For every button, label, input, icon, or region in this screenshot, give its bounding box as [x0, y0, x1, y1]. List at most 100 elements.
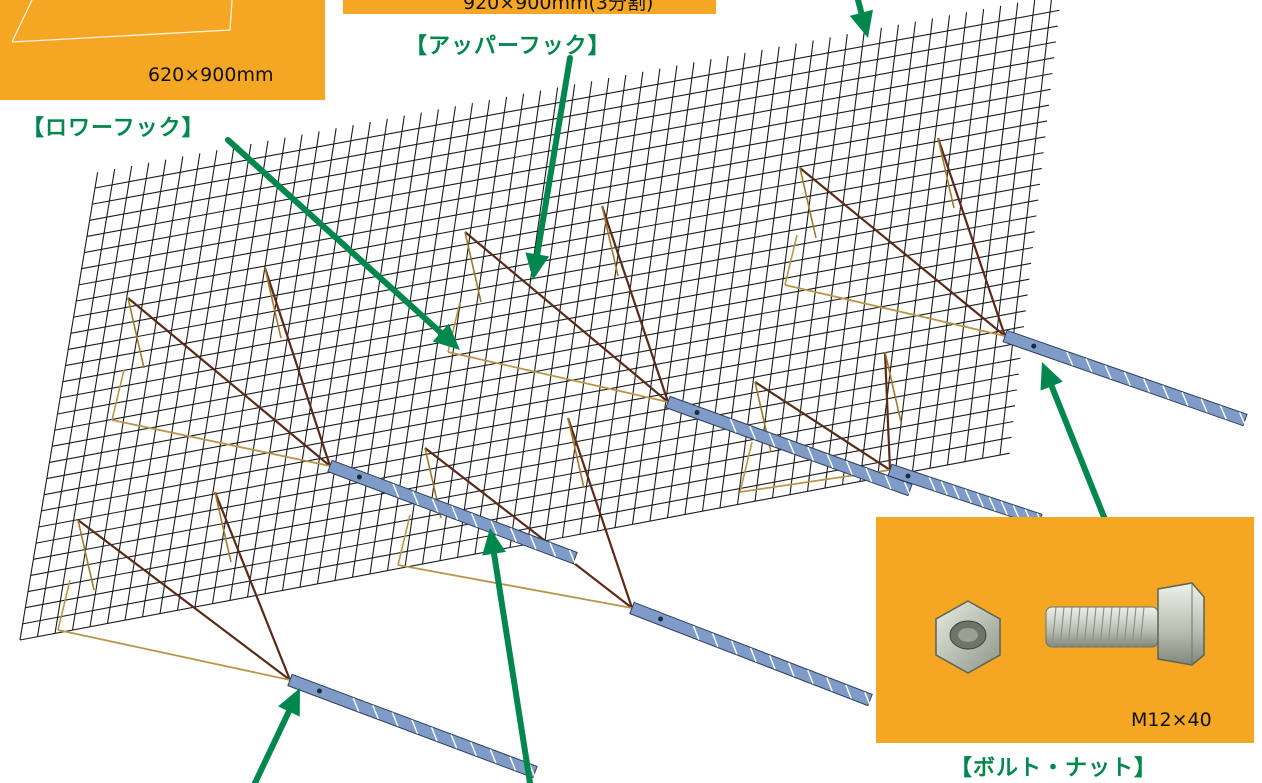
lower-hook-label: 【ロワーフック】 — [22, 116, 205, 141]
mesh-wire-vertical — [421, 99, 491, 565]
mesh-wire-horizontal — [49, 278, 1030, 463]
plate-hatch — [976, 493, 984, 508]
plate-hatch — [903, 482, 911, 497]
mesh-wire-horizontal — [46, 294, 1028, 480]
upper-hook-rod — [754, 381, 891, 471]
mesh-wire-vertical — [229, 134, 303, 601]
mesh-wire-vertical — [19, 172, 99, 641]
plate-bolt-hole — [658, 616, 664, 622]
lower-hook-arrow — [225, 137, 460, 350]
mesh-wire-vertical — [439, 96, 508, 561]
plate-hatch — [568, 549, 576, 565]
hook-prong — [784, 234, 798, 286]
plate-hatch — [807, 446, 815, 461]
arrow-shaft — [534, 55, 573, 258]
mesh-wire-horizontal — [60, 215, 1037, 399]
plate-hatch — [952, 485, 960, 500]
arrow-shaft — [225, 137, 444, 336]
plate-hatch — [412, 491, 419, 506]
plate-bolt-hole — [1031, 343, 1037, 349]
anchor-plate — [665, 395, 913, 497]
upper-hook-rod — [464, 231, 669, 403]
hook-prong — [111, 369, 125, 421]
top-partial-dimension: 920×900mm(3分割) — [463, 0, 654, 14]
mesh-wire-horizontal — [33, 373, 1019, 560]
plate-hatch — [451, 505, 459, 520]
bolt-nut-label: 【ボルト・ナット】 — [950, 756, 1158, 781]
anchor-plate — [629, 601, 873, 707]
mesh-wire-vertical — [894, 15, 951, 475]
mesh-wire-horizontal — [38, 341, 1023, 528]
mesh-wire-vertical — [54, 165, 133, 634]
plate-hatch — [431, 498, 439, 513]
arrow-head — [1040, 362, 1063, 391]
plate-hatch — [826, 453, 834, 468]
plate-bolt-hole — [694, 410, 700, 416]
mesh-wire-horizontal — [65, 183, 1041, 367]
bottom-center-arrow — [482, 528, 533, 783]
lower-hook-rod — [111, 419, 331, 467]
plate-hatch — [730, 640, 738, 655]
plate-hatch — [1142, 378, 1151, 393]
plate-hatch — [1123, 371, 1131, 386]
plate-hatch — [1219, 405, 1227, 420]
pointer-arrows — [225, 0, 1125, 783]
plate-hatch — [490, 520, 498, 535]
mesh-wire-vertical — [159, 146, 235, 614]
plate-hatch — [1104, 365, 1112, 380]
plate-hatch — [1085, 358, 1093, 373]
mesh-sample-sketch — [11, 0, 233, 43]
plate-hatch — [1066, 351, 1074, 366]
mesh-wire-vertical — [701, 49, 763, 512]
upper-hook-rod — [936, 137, 1007, 337]
plate-hatch — [411, 719, 419, 734]
mesh-wire-vertical — [859, 21, 916, 482]
mesh-wire-vertical — [211, 137, 286, 604]
plate-hatch — [864, 691, 871, 707]
plate-hatch — [470, 741, 477, 756]
mesh-wire-vertical — [911, 12, 968, 472]
mesh-wire-horizontal — [35, 357, 1021, 544]
mesh-wire-vertical — [544, 77, 610, 541]
hex-bolt-icon — [1045, 582, 1205, 666]
upper-hook-rod — [77, 519, 291, 681]
mesh-wire-vertical — [281, 125, 354, 591]
arrow-shaft — [252, 708, 292, 783]
mesh-wire-vertical — [36, 168, 116, 637]
upper-hook-arrow — [525, 55, 573, 280]
anchor-plate — [887, 463, 1043, 527]
mesh-panel-box: 620×900mm — [0, 0, 325, 100]
mesh-wire-vertical — [876, 18, 934, 479]
plate-hatch — [787, 662, 795, 677]
mesh-wire-horizontal — [76, 120, 1048, 302]
plate-hatch — [729, 418, 737, 433]
plate-hatch — [768, 432, 776, 447]
plate-hatch — [529, 535, 537, 550]
mesh-wire-vertical — [141, 150, 218, 617]
plate-hatch — [528, 763, 536, 779]
mesh-panel-dimension: 620×900mm — [148, 64, 274, 86]
plate-hatch — [845, 460, 853, 476]
mesh-wire-vertical — [824, 27, 882, 489]
hook-prong — [264, 267, 282, 339]
hook-prong — [127, 297, 145, 369]
mesh-wire-vertical — [176, 143, 252, 611]
plate-hatch — [1200, 398, 1208, 413]
mesh-wire-horizontal — [78, 104, 1049, 286]
upper-hook-rod — [127, 297, 331, 467]
arrow-head — [525, 252, 550, 280]
plate-hatch — [940, 481, 948, 496]
upper-hook-rod — [883, 351, 892, 471]
plate-hatch — [1000, 501, 1008, 516]
plate-hatch — [510, 527, 517, 542]
plate-hatch — [787, 439, 795, 454]
hook-prong — [739, 441, 753, 493]
hook-prong — [937, 137, 955, 209]
bottom-left-arrow — [252, 688, 300, 783]
mesh-wire-vertical — [474, 90, 542, 555]
top-partial-arrow — [849, 0, 873, 38]
plate-hatch — [392, 483, 400, 498]
plate-hatch — [884, 474, 892, 490]
mesh-wire-horizontal — [27, 405, 1016, 593]
arrow-shaft — [491, 550, 533, 783]
